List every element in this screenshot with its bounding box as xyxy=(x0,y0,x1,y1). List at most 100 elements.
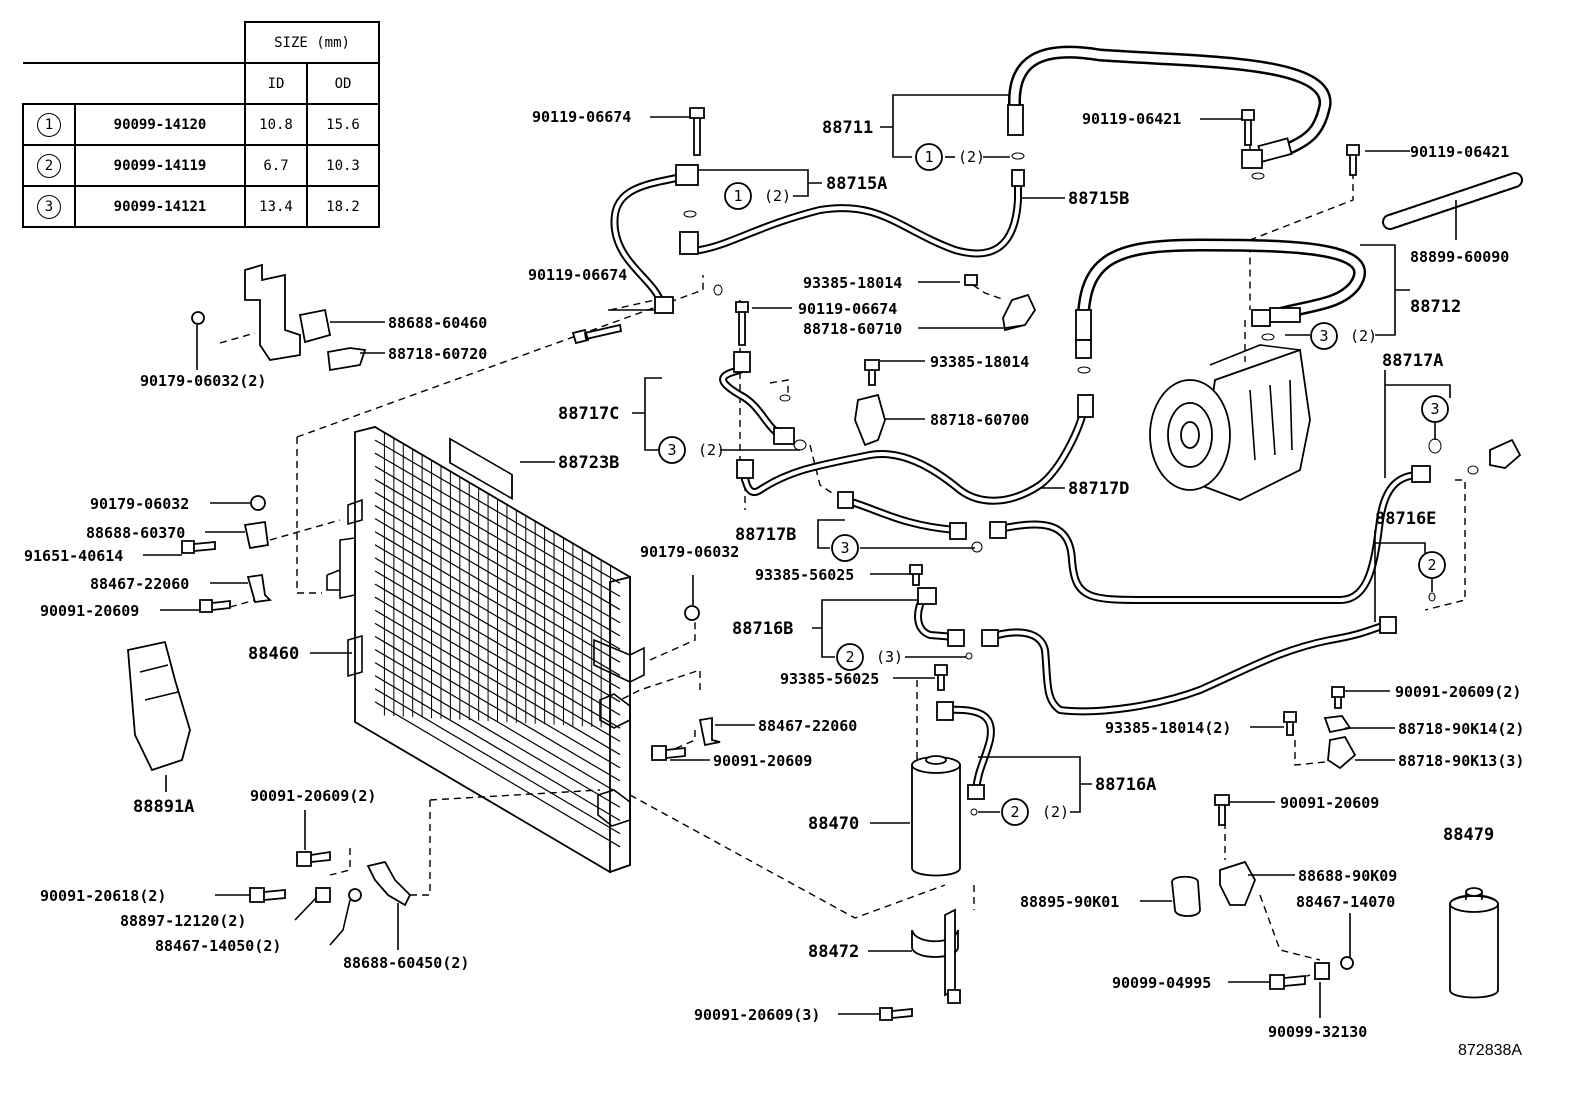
label-88716B: 88716B xyxy=(732,619,793,639)
mark-1: 1 xyxy=(733,187,742,205)
od-value: 18.2 xyxy=(306,185,380,228)
label-88716E: 88716E xyxy=(1375,509,1436,529)
figure-reference: 872838A xyxy=(1458,1042,1522,1059)
label-90119-06674: 90119-06674 xyxy=(798,300,897,318)
label-93385-18014: 93385-18014(2) xyxy=(1105,719,1231,737)
compressor xyxy=(1149,344,1311,501)
condenser-label-plate xyxy=(449,437,513,501)
id-value: 13.4 xyxy=(244,185,308,228)
label-88712: 88712 xyxy=(1410,297,1461,317)
size-table: SIZE (mm) ID OD 1 90099-14120 10.8 15.6 … xyxy=(22,21,380,228)
label-88718-60720: 88718-60720 xyxy=(388,345,487,363)
label-88718-60700: 88718-60700 xyxy=(930,411,1029,429)
label-88718-90K14: 88718-90K14(2) xyxy=(1398,720,1524,738)
label-88467-22060: 88467-22060 xyxy=(90,575,189,593)
label-90119-06421: 90119-06421 xyxy=(1410,143,1509,161)
mark-1: 1 xyxy=(924,148,933,166)
label-88895-90K01: 88895-90K01 xyxy=(1020,893,1119,911)
label-88472: 88472 xyxy=(808,942,859,962)
label-93385-56025: 93385-56025 xyxy=(780,670,879,688)
label-88899-60090: 88899-60090 xyxy=(1410,248,1509,266)
condenser-fin xyxy=(374,675,621,821)
part-number: 90099-14120 xyxy=(74,103,246,146)
table-row: 3 90099-14121 13.4 18.2 xyxy=(22,185,380,228)
label-90091-20618: 90091-20618(2) xyxy=(40,887,166,905)
label-88717C: 88717C xyxy=(558,404,619,424)
qty: (2) xyxy=(764,187,791,205)
label-88716A: 88716A xyxy=(1095,775,1156,795)
mark-3: 3 xyxy=(1430,400,1439,418)
label-88467-22060: 88467-22060 xyxy=(758,717,857,735)
qty: (2) xyxy=(958,148,985,166)
label-88715A: 88715A xyxy=(826,174,887,194)
id-value: 6.7 xyxy=(244,144,308,187)
label-90091-20609: 90091-20609(3) xyxy=(694,1006,820,1024)
qty: (2) xyxy=(1042,803,1069,821)
label-90179-06032: 90179-06032 xyxy=(90,495,189,513)
label-88688-60460: 88688-60460 xyxy=(388,314,487,332)
label-93385-18014: 93385-18014 xyxy=(803,274,902,292)
od-value: 15.6 xyxy=(306,103,380,146)
qty: (3) xyxy=(876,648,903,666)
label-88718-90K13: 88718-90K13(3) xyxy=(1398,752,1524,770)
label-90091-20609: 90091-20609(2) xyxy=(1395,683,1521,701)
id-value: 10.8 xyxy=(244,103,308,146)
label-88470: 88470 xyxy=(808,814,859,834)
condenser-fin xyxy=(374,688,621,835)
label-90179-06032: 90179-06032 xyxy=(640,543,739,561)
mark-3: 3 xyxy=(667,441,676,459)
condenser-fin xyxy=(374,649,621,795)
condenser-fin xyxy=(374,701,621,848)
hose-88712 xyxy=(1075,238,1367,359)
label-88897-12120: 88897-12120(2) xyxy=(120,912,246,930)
insulation-tube xyxy=(1382,172,1523,230)
label-90119-06421: 90119-06421 xyxy=(1082,110,1181,128)
hose-88711 xyxy=(1007,45,1332,169)
label-90099-04995: 90099-04995 xyxy=(1112,974,1211,992)
condenser-fin xyxy=(374,662,621,808)
circled-marks xyxy=(658,143,1449,826)
part-number: 90099-14119 xyxy=(74,144,246,187)
refrigerant-can xyxy=(1449,887,1499,999)
mark-2: 2 xyxy=(1427,556,1436,574)
col-id: ID xyxy=(244,62,308,105)
label-88715B: 88715B xyxy=(1068,189,1129,209)
label-90091-20609: 90091-20609 xyxy=(1280,794,1379,812)
label-88460: 88460 xyxy=(248,644,299,664)
label-91651-40614: 91651-40614 xyxy=(24,547,123,565)
label-88688-60450: 88688-60450(2) xyxy=(343,954,469,972)
label-88711: 88711 xyxy=(822,118,873,138)
table-blank-2 xyxy=(23,63,246,105)
label-88717B: 88717B xyxy=(735,525,796,545)
label-88717A: 88717A xyxy=(1382,351,1443,371)
label-88467-14070: 88467-14070 xyxy=(1296,893,1395,911)
label-90099-32130: 90099-32130 xyxy=(1268,1023,1367,1041)
qty: (2) xyxy=(698,441,725,459)
table-row: 1 90099-14120 10.8 15.6 xyxy=(22,103,380,146)
table-row: 2 90099-14119 6.7 10.3 xyxy=(22,144,380,187)
label-88479: 88479 xyxy=(1443,825,1494,845)
mark-circle: 3 xyxy=(37,194,61,219)
part-labels: 1 (2) 1 (2) 3 (2) 3 3 (2) 3 2 2 (3) 2 (2… xyxy=(24,108,1524,1059)
mark-3: 3 xyxy=(840,539,849,557)
label-90119-06674: 90119-06674 xyxy=(528,266,627,284)
guard-88891A xyxy=(127,640,191,772)
label-88717D: 88717D xyxy=(1068,479,1129,499)
label-93385-18014: 93385-18014 xyxy=(930,353,1029,371)
label-93385-56025: 93385-56025 xyxy=(755,566,854,584)
mark-circle: 2 xyxy=(37,153,61,178)
label-88688-60370: 88688-60370 xyxy=(86,524,185,542)
condenser xyxy=(326,426,645,874)
table-blank xyxy=(23,22,246,64)
mark-circle: 1 xyxy=(37,112,61,137)
part-number: 90099-14121 xyxy=(74,185,246,228)
mark-2: 2 xyxy=(1010,803,1019,821)
mark-2: 2 xyxy=(845,648,854,666)
label-90091-20609: 90091-20609 xyxy=(713,752,812,770)
label-88891A: 88891A xyxy=(133,797,194,817)
small-parts xyxy=(181,107,1479,1021)
od-value: 10.3 xyxy=(306,144,380,187)
qty: (2) xyxy=(1350,327,1377,345)
col-od: OD xyxy=(306,62,380,105)
